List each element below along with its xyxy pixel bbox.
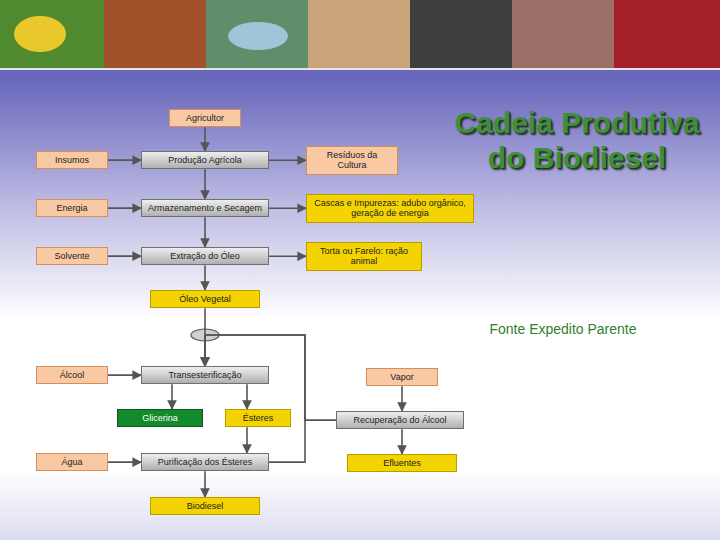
box-text: Vapor xyxy=(371,372,433,382)
product-box: Efluentes xyxy=(347,454,457,472)
box-text: Insumos xyxy=(41,155,103,165)
flow-arrow xyxy=(108,159,141,161)
process-box: Extração do Óleo xyxy=(141,247,269,265)
box-text: Resíduos da Cultura xyxy=(311,150,393,171)
product-box: Biodiesel xyxy=(150,497,260,515)
box-text: Água xyxy=(41,457,103,467)
slide-title: Cadeia Produtiva do Biodiesel xyxy=(452,106,702,175)
photo-panel xyxy=(104,0,206,68)
photo-panel xyxy=(512,0,614,68)
photo-panel xyxy=(0,0,104,68)
input-box: Solvente xyxy=(36,247,108,265)
box-text: Ésteres xyxy=(230,413,286,423)
process-box: Recuperação do Álcool xyxy=(336,411,464,429)
flow-arrow xyxy=(204,127,206,151)
process-box: Armazenamento e Secagem xyxy=(141,199,269,217)
box-text: Energia xyxy=(41,203,103,213)
flow-arrow xyxy=(246,384,248,409)
process-box: Produção Agrícola xyxy=(141,151,269,169)
flow-arrow xyxy=(401,429,403,454)
box-text: Agricultor xyxy=(174,113,236,123)
box-text: Transesterificação xyxy=(146,370,264,380)
flow-arrow xyxy=(108,207,141,209)
flow-arrow xyxy=(204,265,206,290)
box-text: Óleo Vegetal xyxy=(155,294,255,304)
box-text: Purificação dos Ésteres xyxy=(146,457,264,467)
box-text: Glicerina xyxy=(122,413,198,423)
photo-detail xyxy=(14,16,66,52)
box-text: Produção Agrícola xyxy=(146,155,264,165)
box-text: Torta ou Farelo: ração animal xyxy=(311,246,417,267)
flow-arrow xyxy=(108,374,141,376)
product-box: Ésteres xyxy=(225,409,291,427)
flow-arrow xyxy=(204,471,206,497)
photo-panel xyxy=(410,0,512,68)
flow-arrow xyxy=(204,217,206,247)
flow-arrow xyxy=(204,169,206,199)
flow-arrow xyxy=(171,384,173,409)
flow-arrow xyxy=(269,207,306,209)
photo-panel xyxy=(308,0,410,68)
photo-detail xyxy=(228,22,288,50)
input-box: Álcool xyxy=(36,366,108,384)
banner-rule xyxy=(0,68,720,70)
box-text: Armazenamento e Secagem xyxy=(146,203,264,213)
photo-panel xyxy=(206,0,308,68)
box-text: Biodiesel xyxy=(155,501,255,511)
box-text: Extração do Óleo xyxy=(146,251,264,261)
flow-arrow xyxy=(269,255,306,257)
flow-arrow xyxy=(108,461,141,463)
flow-arrow xyxy=(108,255,141,257)
source-caption: Fonte Expedito Parente xyxy=(478,320,648,338)
box-text: Recuperação do Álcool xyxy=(341,415,459,425)
input-box: Agricultor xyxy=(169,109,241,127)
input-box: Vapor xyxy=(366,368,438,386)
flow-arrow xyxy=(205,335,305,462)
box-text: Cascas e Impurezas: adubo orgânico, gera… xyxy=(311,198,469,219)
input-box: Insumos xyxy=(36,151,108,169)
flow-arrow xyxy=(246,427,248,453)
flow-arrow xyxy=(269,159,306,161)
input-box: Água xyxy=(36,453,108,471)
product-box: Cascas e Impurezas: adubo orgânico, gera… xyxy=(306,194,474,223)
input-box: Resíduos da Cultura xyxy=(306,146,398,175)
box-text: Solvente xyxy=(41,251,103,261)
photo-banner xyxy=(0,0,720,70)
product-box: Óleo Vegetal xyxy=(150,290,260,308)
byproduct-box: Glicerina xyxy=(117,409,203,427)
flow-arrow xyxy=(401,386,403,411)
box-text: Efluentes xyxy=(352,458,452,468)
process-box: Purificação dos Ésteres xyxy=(141,453,269,471)
product-box: Torta ou Farelo: ração animal xyxy=(306,242,422,271)
input-box: Energia xyxy=(36,199,108,217)
photo-panel xyxy=(614,0,720,68)
box-text: Álcool xyxy=(41,370,103,380)
process-box: Transesterificação xyxy=(141,366,269,384)
